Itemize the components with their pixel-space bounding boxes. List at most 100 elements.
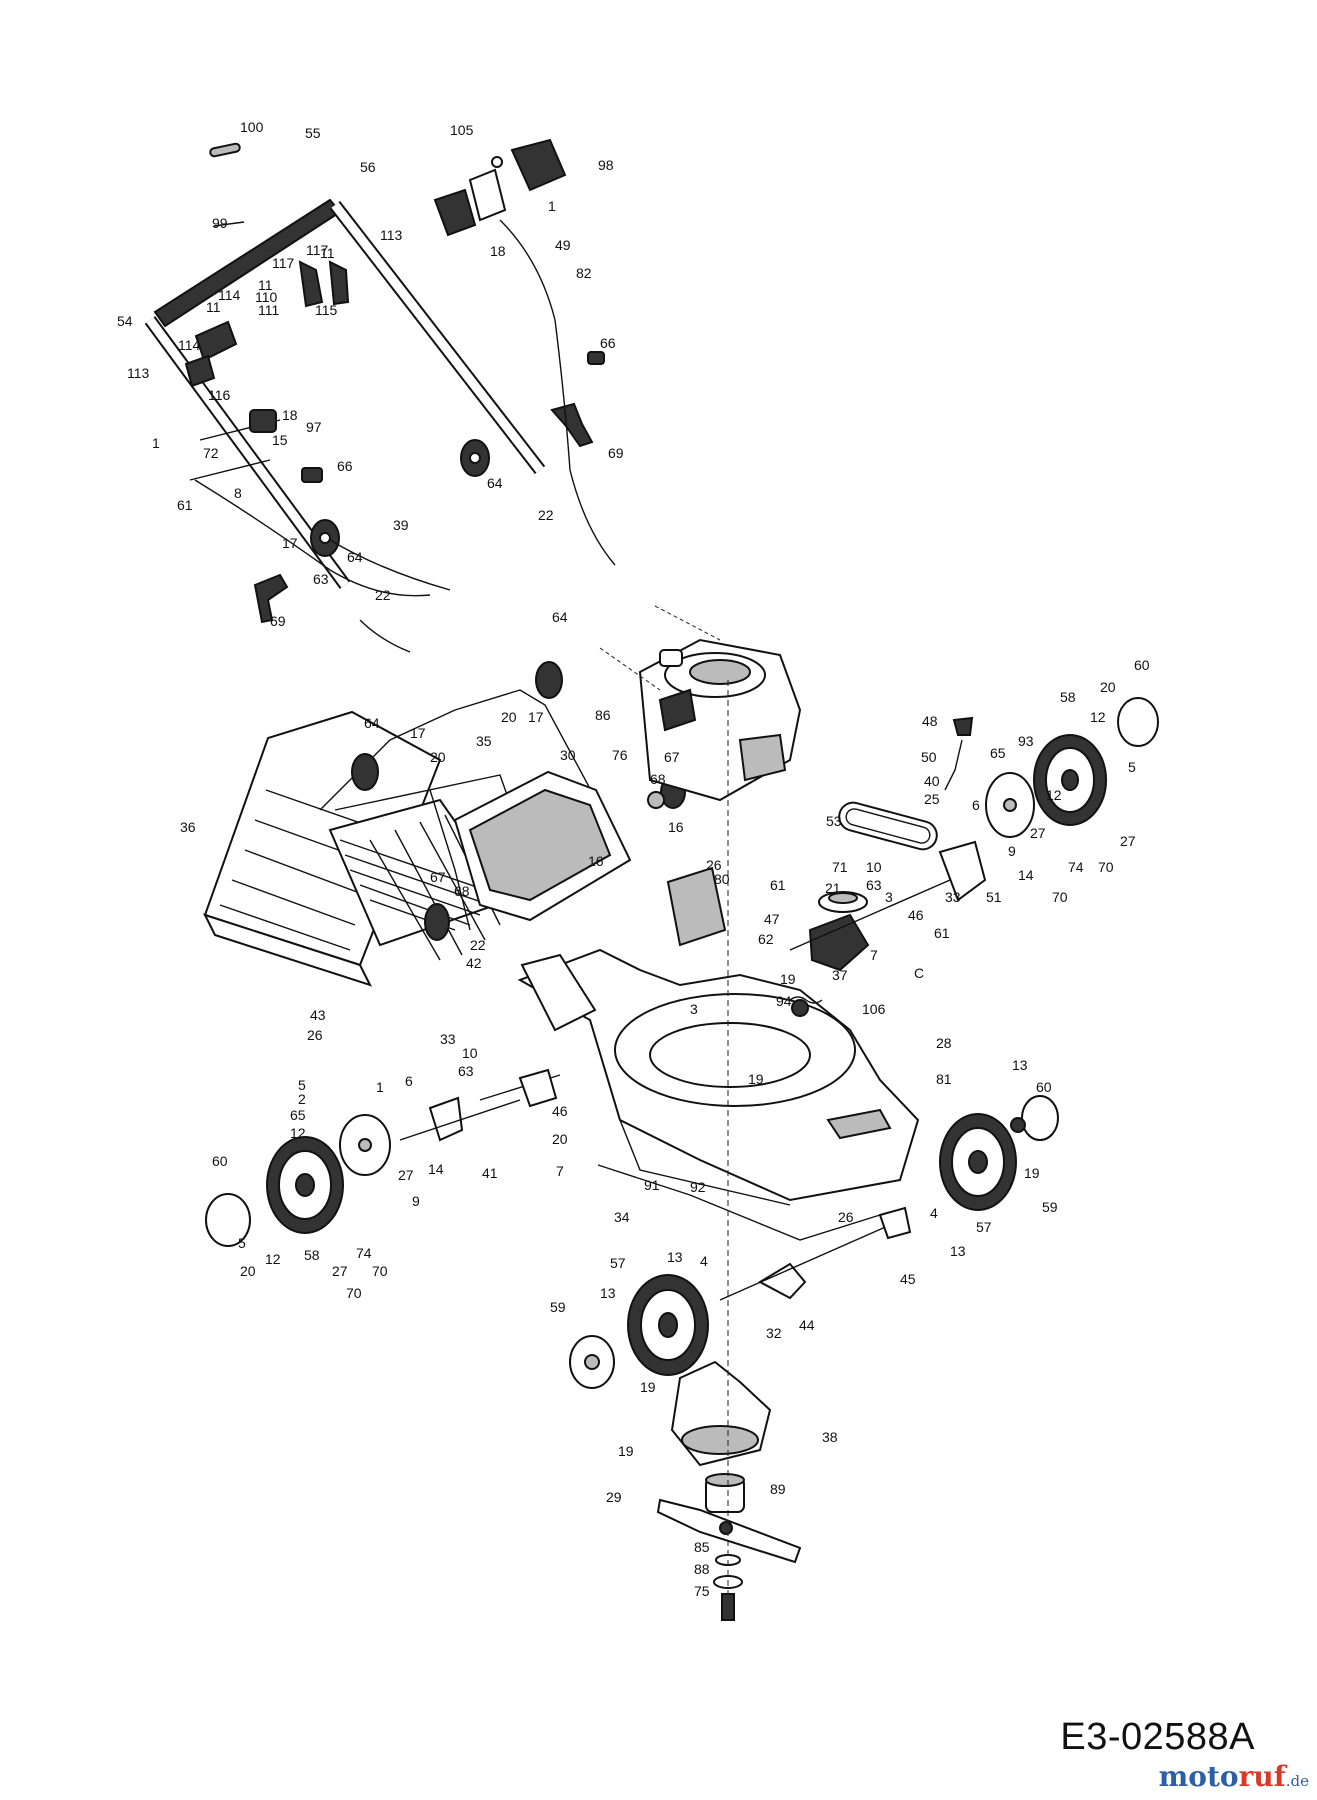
callout-21: 21 (825, 880, 841, 896)
callout-64: 64 (347, 549, 363, 565)
callout-76: 76 (612, 747, 628, 763)
callout-91: 91 (644, 1177, 660, 1193)
callout-66: 66 (337, 458, 353, 474)
callout-14: 14 (1018, 867, 1034, 883)
callout-29: 29 (606, 1489, 622, 1505)
catcher-knob-64 (351, 753, 379, 791)
engine (599, 605, 802, 802)
callout-39: 39 (393, 517, 409, 533)
mower-deck-28 (517, 948, 920, 1206)
callout-27: 27 (398, 1167, 414, 1183)
callout-43: 43 (310, 1007, 326, 1023)
callout-33: 33 (440, 1031, 456, 1047)
callout-13: 13 (950, 1243, 966, 1259)
gearbox-37 (789, 879, 951, 972)
handle-knob-64-mid (535, 661, 563, 699)
callout-85: 85 (694, 1539, 710, 1555)
callout-22: 22 (375, 587, 391, 603)
callout-27: 27 (332, 1263, 348, 1279)
callout-61: 61 (177, 497, 193, 513)
callout-53: 53 (826, 813, 842, 829)
callout-65: 65 (990, 745, 1006, 761)
callout-74: 74 (1068, 859, 1084, 875)
callout-30: 30 (560, 747, 576, 763)
callout-81: 81 (936, 1071, 952, 1087)
wheel-hub-65-right (985, 772, 1035, 838)
callout-66: 66 (600, 335, 616, 351)
callout-14: 14 (428, 1161, 444, 1177)
callout-12: 12 (1090, 709, 1106, 725)
callout-1: 1 (152, 435, 160, 451)
callout-110: 110 (255, 289, 278, 305)
callout-9: 9 (412, 1193, 420, 1209)
callout-61: 61 (770, 877, 786, 893)
callout-4: 4 (700, 1253, 708, 1269)
callout-70: 70 (346, 1285, 362, 1301)
callout-93: 93 (1018, 733, 1034, 749)
callout-11: 11 (320, 245, 335, 261)
callout-60: 60 (212, 1153, 228, 1169)
callout-5: 5 (298, 1077, 306, 1093)
callout-113: 113 (380, 227, 403, 243)
callout-47: 47 (764, 911, 780, 927)
callout-27: 27 (1120, 833, 1136, 849)
callout-99: 99 (212, 215, 228, 231)
front-wheel-57-left (627, 1274, 709, 1376)
clamp-parts (184, 260, 605, 483)
callout-57: 57 (976, 1219, 992, 1235)
bracket-33-left (399, 1068, 558, 1142)
callout-54: 54 (117, 313, 133, 329)
callout-34: 34 (614, 1209, 630, 1225)
front-wheel-57-right (939, 1113, 1017, 1211)
callout-70: 70 (372, 1263, 388, 1279)
callout-19: 19 (748, 1071, 764, 1087)
callout-19: 19 (618, 1443, 634, 1459)
callout-67: 67 (430, 869, 446, 885)
callout-2: 2 (298, 1091, 306, 1107)
callout-22: 22 (470, 937, 486, 953)
callout-26: 26 (307, 1027, 323, 1043)
callout-12: 12 (265, 1251, 281, 1267)
cable-clip-69-left (253, 573, 289, 624)
callout-20: 20 (501, 709, 517, 725)
callout-114: 114 (178, 337, 201, 353)
watermark-logo: motoruf.de (1159, 1760, 1309, 1793)
hubcap-60-right (1117, 697, 1159, 747)
callout-80: 80 (714, 871, 730, 887)
callout-40: 40 (924, 773, 940, 789)
callout-46: 46 (908, 907, 924, 923)
blade-adapter-38 (670, 1360, 772, 1467)
callout-15: 15 (272, 432, 288, 448)
callout-19: 19 (1024, 1165, 1040, 1181)
callout-8: 8 (234, 485, 242, 501)
drive-belt-53 (838, 801, 938, 851)
callout-1: 1 (548, 198, 556, 214)
spring-106 (789, 996, 823, 1017)
callout-13: 13 (667, 1249, 683, 1265)
callout-59: 59 (550, 1299, 566, 1315)
callout-37: 37 (832, 967, 848, 983)
callout-48: 48 (922, 713, 938, 729)
throttle-48 (944, 716, 974, 791)
watermark-part2: ruf (1238, 1760, 1286, 1793)
callout-86: 86 (595, 707, 611, 723)
callout-16: 16 (588, 853, 604, 869)
callout-25: 25 (924, 791, 940, 807)
callout-113: 113 (127, 365, 150, 381)
callout-4: 4 (930, 1205, 938, 1221)
callout-17: 17 (410, 725, 426, 741)
callout-42: 42 (466, 955, 482, 971)
callout-60: 60 (1134, 657, 1150, 673)
watermark-part3: .de (1285, 1772, 1309, 1790)
callout-22: 22 (538, 507, 554, 523)
cables (194, 219, 616, 653)
callout-19: 19 (640, 1379, 656, 1395)
callout-74: 74 (356, 1245, 372, 1261)
callout-13: 13 (600, 1285, 616, 1301)
grass-lid-30 (453, 770, 632, 922)
callout-26: 26 (838, 1209, 854, 1225)
callout-68: 68 (650, 771, 666, 787)
callout-64: 64 (552, 609, 568, 625)
